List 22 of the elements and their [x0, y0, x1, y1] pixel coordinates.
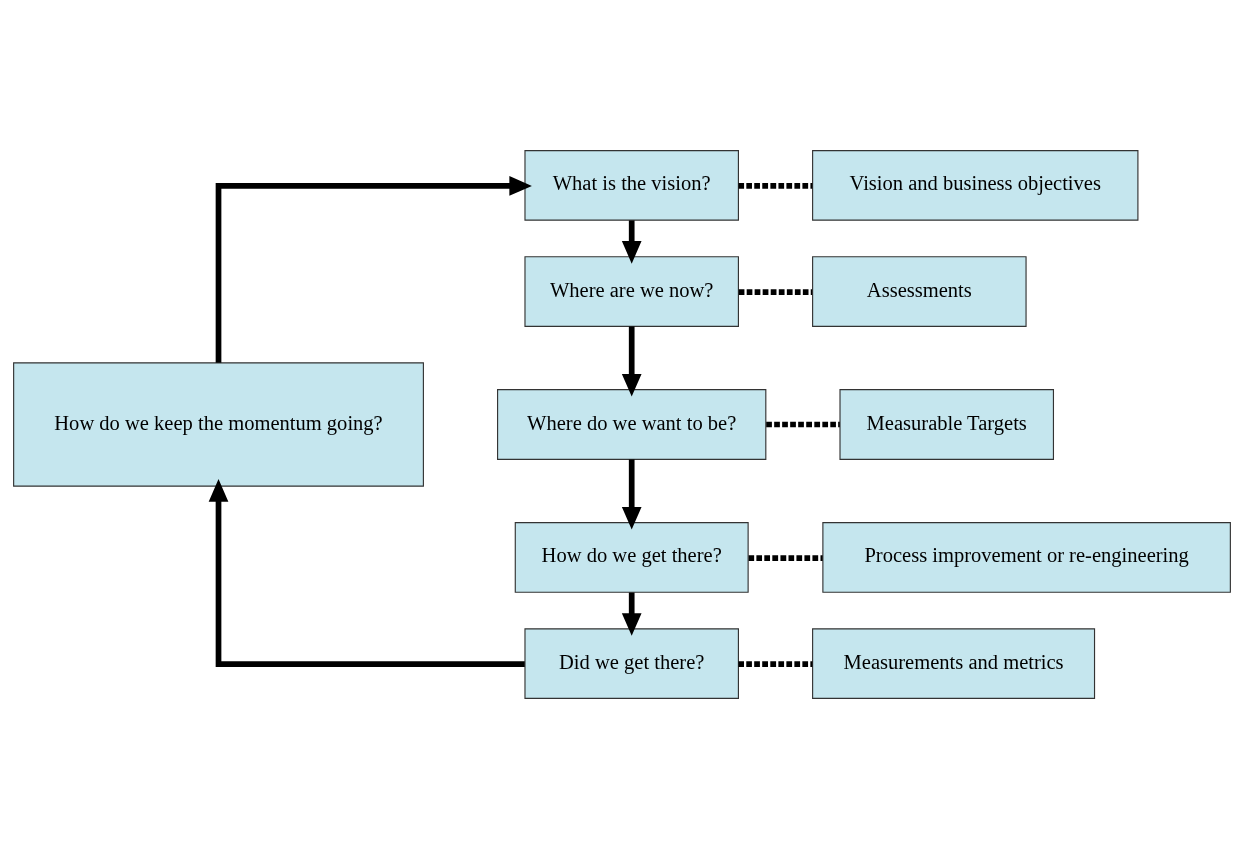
node-box: What is the vision?	[524, 149, 739, 221]
node-box: Assessments	[812, 255, 1027, 327]
connector	[748, 554, 823, 561]
node-box: Where do we want to be?	[497, 388, 767, 460]
connector	[738, 288, 813, 295]
node-box: Did we get there?	[524, 627, 739, 699]
arrow	[215, 175, 532, 363]
connector	[738, 660, 813, 667]
node-box: Where are we now?	[524, 255, 739, 327]
node-box: How do we keep the momentum going?	[13, 361, 424, 487]
arrow	[621, 325, 642, 396]
connector	[766, 421, 840, 427]
node-box: Measurable Targets	[839, 388, 1054, 460]
arrow	[621, 219, 642, 264]
node-box: Measurements and metrics	[812, 627, 1096, 699]
arrow	[621, 592, 642, 636]
connector	[738, 182, 813, 189]
arrow	[621, 458, 642, 529]
node-box: How do we get there?	[514, 521, 749, 593]
node-box: Vision and business objectives	[812, 149, 1139, 221]
arrow	[208, 478, 525, 667]
node-box: Process improvement or re-engineering	[822, 521, 1231, 593]
